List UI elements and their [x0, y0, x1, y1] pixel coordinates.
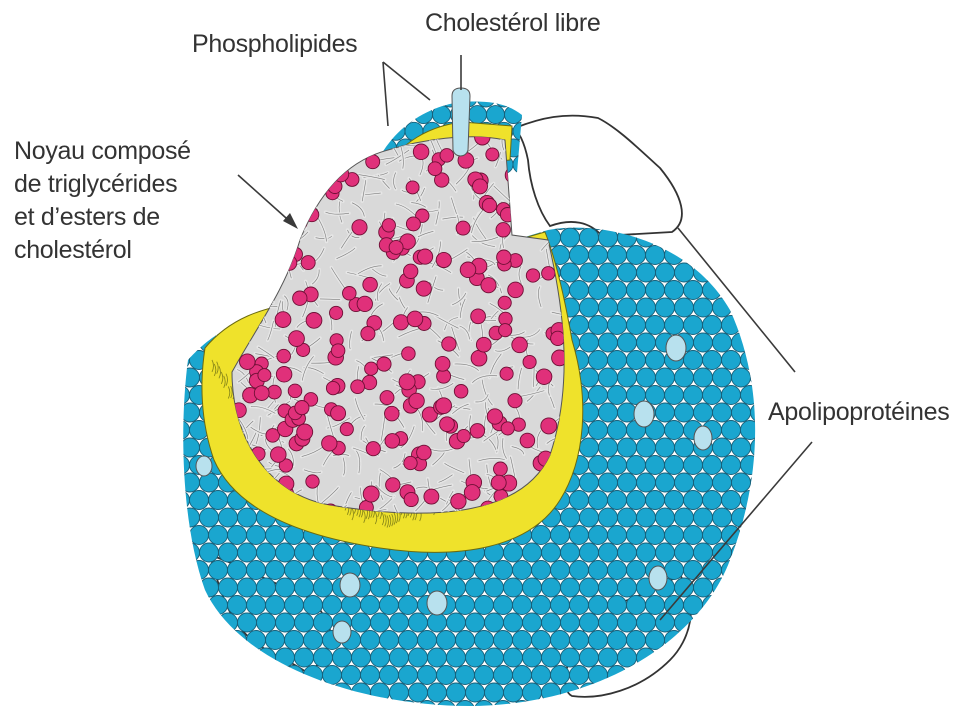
label-noyau: Noyau composé de triglycérides et d’este…: [14, 135, 191, 267]
free-cholesterol-mid-4: [649, 566, 667, 590]
label-noyau-line-2: de triglycérides: [14, 168, 191, 201]
leader-phospholipides-2: [383, 62, 430, 100]
free-cholesterol-right-3: [694, 426, 712, 450]
free-cholesterol-top: [452, 88, 470, 156]
free-cholesterol-right-2: [634, 401, 654, 427]
free-cholesterol-mid-2: [427, 591, 447, 615]
label-noyau-line-4: cholestérol: [14, 234, 191, 267]
label-cholesterol-libre: Cholestérol libre: [425, 7, 601, 40]
leader-noyau-arrowhead: [283, 213, 298, 229]
label-noyau-line-3: et d’esters de: [14, 201, 191, 234]
free-cholesterol-left: [196, 456, 212, 476]
apolipoprotein-top-right: [515, 116, 682, 236]
free-cholesterol-right-1: [666, 335, 686, 361]
label-noyau-line-1: Noyau composé: [14, 135, 191, 168]
label-phospholipides: Phospholipides: [192, 28, 357, 61]
free-cholesterol-mid-3: [333, 621, 351, 643]
free-cholesterol-mid-1: [340, 573, 360, 597]
label-apolipoproteines: Apolipoprotéines: [768, 396, 949, 429]
leader-phospholipides-1: [383, 62, 388, 126]
